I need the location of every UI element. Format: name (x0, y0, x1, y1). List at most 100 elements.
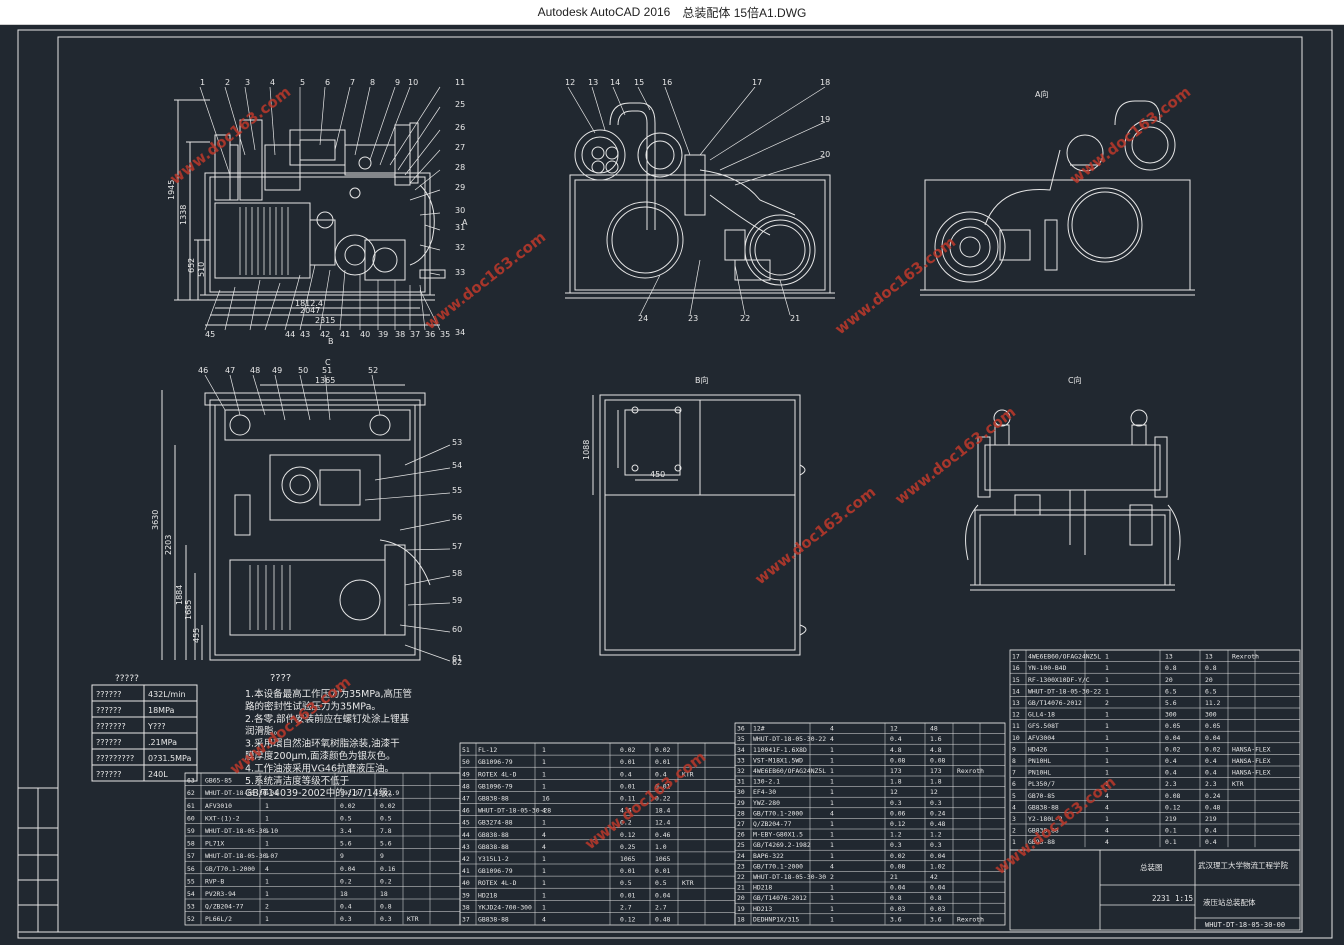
param-name: ??????? (96, 722, 126, 731)
balloon-17: 17 (752, 78, 762, 87)
bom-cell: 1 (265, 852, 269, 860)
view-label-b: B (328, 337, 334, 346)
bom-cell: WHUT-DT-18-05-30-07 (205, 852, 278, 860)
drawing-canvas[interactable]: B C A向 B向 C向 A 1945 1338 652 510 1812.4 … (0, 25, 1344, 945)
bom-cell: 1 (542, 855, 546, 863)
drawing-svg[interactable]: B C A向 B向 C向 A 1945 1338 652 510 1812.4 … (0, 25, 1344, 945)
bom-cell: GB/T14076-2012 (1028, 699, 1082, 707)
bom-cell: 5.6 (1165, 699, 1177, 707)
bom-cell: GB93-88 (1028, 838, 1055, 846)
balloon-36: 36 (425, 330, 435, 339)
bom-cell: RF-1300X10DF-Y/C (1028, 676, 1090, 684)
bom-cell: 7.8 (380, 827, 392, 835)
bom-cell: 0.2 (380, 877, 392, 885)
bom-cell: 23 (737, 862, 745, 870)
bom-cell: 4.8 (890, 746, 902, 754)
param-name: ?????? (96, 690, 121, 699)
bom-cell: 0.48 (655, 916, 671, 924)
bom-cell: 55 (187, 877, 195, 885)
bom-cell: 1.2 (930, 831, 942, 839)
bom-cell: 12 (890, 788, 898, 796)
bom-cell: 1.8 (890, 778, 902, 786)
bom-cell: 0.8 (1165, 664, 1177, 672)
dim-1685: 1685 (184, 600, 193, 620)
bom-cell: GB65-85 (205, 777, 232, 785)
app-name: Autodesk AutoCAD 2016 (537, 5, 671, 19)
balloon-25: 25 (455, 100, 465, 109)
bom-cell: 0.01 (620, 758, 636, 766)
bom-cell: 11 (1012, 722, 1020, 730)
bom-cell: 0.4 (340, 903, 352, 911)
balloon-42: 42 (320, 330, 330, 339)
param-name: ?????? (96, 738, 121, 747)
bom-cell: 0.02 (1165, 745, 1181, 753)
balloon-16: 16 (662, 78, 672, 87)
bom-cell: PL350/7 (1028, 780, 1055, 788)
bom-cell: 0.22 (655, 795, 671, 803)
bom-cell: 0.03 (930, 905, 946, 913)
view-top (161, 384, 431, 661)
bom-cell: 4 (542, 843, 546, 851)
bom-cell: EF4-30 (753, 788, 776, 796)
bom-cell: 0.3 (890, 841, 902, 849)
bom-cell: 4 (830, 725, 834, 733)
param-name: ?????? (96, 770, 121, 779)
bom-cell: 1 (1012, 838, 1016, 846)
bom-cell: 12 (930, 788, 938, 796)
view-title-a: A向 (1035, 89, 1048, 99)
balloon-5: 5 (300, 78, 305, 87)
balloon-56: 56 (452, 513, 462, 522)
balloon-23: 23 (688, 314, 698, 323)
bom-cell: 219 (1165, 815, 1177, 823)
bom-cell: WHUT-DT-18-05-30-10 (205, 827, 278, 835)
bom-cell: 2.7 (655, 903, 667, 911)
tech-req-line: 润滑脂。 (245, 725, 283, 737)
bom-cell: 57 (187, 852, 195, 860)
bom-cell: 1.0 (655, 843, 667, 851)
watermark-text: www.doc163.com (581, 748, 709, 853)
bom-cell: PN10HL (1028, 769, 1051, 777)
bom-cell: 1 (830, 799, 834, 807)
bom-cell: 4 (1105, 827, 1109, 835)
tech-req-line: 4.工作油液采用VG46抗磨液压油。 (245, 762, 394, 774)
bom-cell: 130-2.1 (753, 778, 780, 786)
bom-cell: 12# (753, 725, 765, 733)
bom-cell: 46 (462, 807, 470, 815)
bom-cell: 0.25 (620, 843, 636, 851)
bom-cell: 1 (830, 884, 834, 892)
bom-cell: 26 (737, 831, 745, 839)
bom-cell: 1 (830, 905, 834, 913)
bom-cell: 4 (1105, 792, 1109, 800)
balloon-30: 30 (455, 206, 465, 215)
balloon-32: 32 (455, 243, 465, 252)
bom-cell: 1 (830, 852, 834, 860)
balloon-59: 59 (452, 596, 462, 605)
bom-cell: 1 (542, 758, 546, 766)
bom-cell: 9 (1012, 745, 1016, 753)
balloon-19: 19 (820, 115, 830, 124)
bom-cell: 62 (187, 789, 195, 797)
bom-cell: 0.06 (890, 809, 906, 817)
bom-cell: 21 (737, 884, 745, 892)
watermark-text: www.doc163.com (831, 233, 959, 338)
balloon-55: 55 (452, 486, 462, 495)
bom-cell: 3.4 (340, 827, 352, 835)
bom-cell: 0.4 (890, 735, 902, 743)
bom-cell: 3.6 (890, 915, 902, 923)
bom-cell: 0.05 (1165, 722, 1181, 730)
bom-cell: DEDHNP1X/315 (753, 915, 799, 923)
bom-cell: M-EBY-G80X1.5 (753, 831, 803, 839)
bom-cell: GB1096-79 (478, 758, 513, 766)
bom-cell: 20 (1165, 676, 1173, 684)
bom-cell: 6 (1012, 780, 1016, 788)
bom-cell: AFV3004 (1028, 734, 1055, 742)
bom-cell: FL-12 (478, 746, 497, 754)
bom-cell: 0.03 (890, 905, 906, 913)
bom-cell: 1 (265, 802, 269, 810)
dim-1338: 1338 (179, 205, 188, 225)
bom-cell: 5.6 (380, 840, 392, 848)
bom-cell: 0.01 (620, 782, 636, 790)
bom-cell: 6.2 (620, 819, 632, 827)
balloon-39: 39 (378, 330, 388, 339)
balloon-40: 40 (360, 330, 370, 339)
